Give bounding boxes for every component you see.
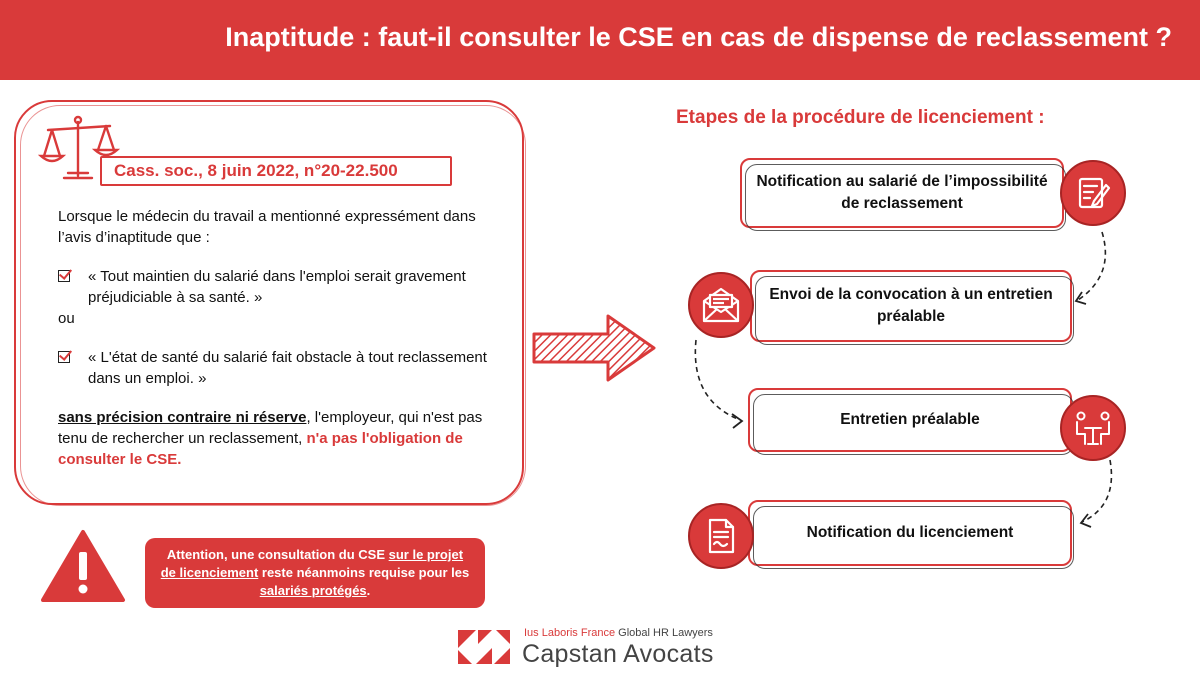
capstan-logo-icon — [458, 630, 510, 664]
conclusion-end: . — [177, 451, 182, 468]
warning-text-3: . — [366, 583, 371, 598]
steps-title: Etapes de la procédure de licenciement : — [676, 107, 1045, 128]
header-banner: Inaptitude : faut-il consulter le CSE en… — [0, 0, 1200, 80]
case-reference: Cass. soc., 8 juin 2022, n°20-22.500 — [100, 156, 452, 186]
step-4-box: Notification du licenciement — [748, 500, 1074, 569]
step-1-box: Notification au salarié de l’impossibili… — [740, 158, 1066, 231]
quote-one: « Tout maintien du salarié dans l'emploi… — [58, 266, 508, 308]
step-3-circle — [1060, 395, 1126, 461]
conclusion-mid: , l'employeur, qui n'est pas tenu de rec… — [58, 409, 483, 447]
meeting-icon — [1076, 411, 1110, 445]
quote-one-text: « Tout maintien du salarié dans l'emploi… — [88, 268, 466, 306]
step-1-label: Notification au salarié de l’impossibili… — [756, 173, 1048, 212]
logo-name: Capstan Avocats — [522, 640, 714, 668]
scale-of-justice-icon — [38, 115, 121, 180]
page-title: Inaptitude : faut-il consulter le CSE en… — [225, 22, 1172, 52]
or-text: ou — [58, 310, 75, 327]
step-4-circle — [688, 503, 754, 569]
step-2-label: Envoi de la convocation à un entretien p… — [769, 286, 1053, 325]
warning-text-1: Attention, une consultation du CSE — [166, 547, 389, 562]
quote-two: « L'état de santé du salarié fait obstac… — [58, 347, 508, 389]
checkbox-icon — [58, 351, 70, 363]
intro-text: Lorsque le médecin du travail a mentionn… — [58, 208, 476, 246]
form-pen-icon — [1078, 177, 1111, 209]
logo-tagline: Ius Laboris France Global HR Lawyers — [524, 627, 713, 639]
step-2-circle — [688, 272, 754, 338]
case-summary-box: Cass. soc., 8 juin 2022, n°20-22.500 Lor… — [14, 100, 526, 506]
warning-emphasis-1: sur le projet de licenciement — [160, 547, 464, 580]
warning-emphasis-2: salariés protégés — [259, 583, 367, 598]
conclusion-red: n'a pas l'obligation de consulter le CSE — [58, 430, 463, 468]
step-3-label: Entretien préalable — [840, 411, 980, 428]
document-icon — [708, 518, 735, 554]
envelope-icon — [702, 287, 740, 323]
step-2-box: Envoi de la convocation à un entretien p… — [750, 270, 1074, 345]
step-4-label: Notification du licenciement — [806, 524, 1014, 541]
warning-note: Attention, une consultation du CSE sur l… — [145, 538, 485, 608]
step-3-box: Entretien préalable — [748, 388, 1074, 455]
logo-tagline-red: Ius Laboris France — [524, 627, 616, 639]
warning-icon — [41, 530, 125, 602]
checkbox-icon — [58, 270, 70, 282]
logo-tagline-rest: Global HR Lawyers — [615, 627, 713, 639]
right-arrow-icon — [532, 314, 656, 382]
step-1-circle — [1060, 160, 1126, 226]
conclusion-bold: sans précision contraire ni réserve — [58, 409, 307, 426]
case-text: Lorsque le médecin du travail a mentionn… — [58, 206, 508, 470]
conclusion-text: sans précision contraire ni réserve, l'e… — [58, 407, 508, 470]
warning-text-2: reste néanmoins requise pour les — [258, 565, 470, 580]
quote-two-text: « L'état de santé du salarié fait obstac… — [88, 349, 487, 387]
